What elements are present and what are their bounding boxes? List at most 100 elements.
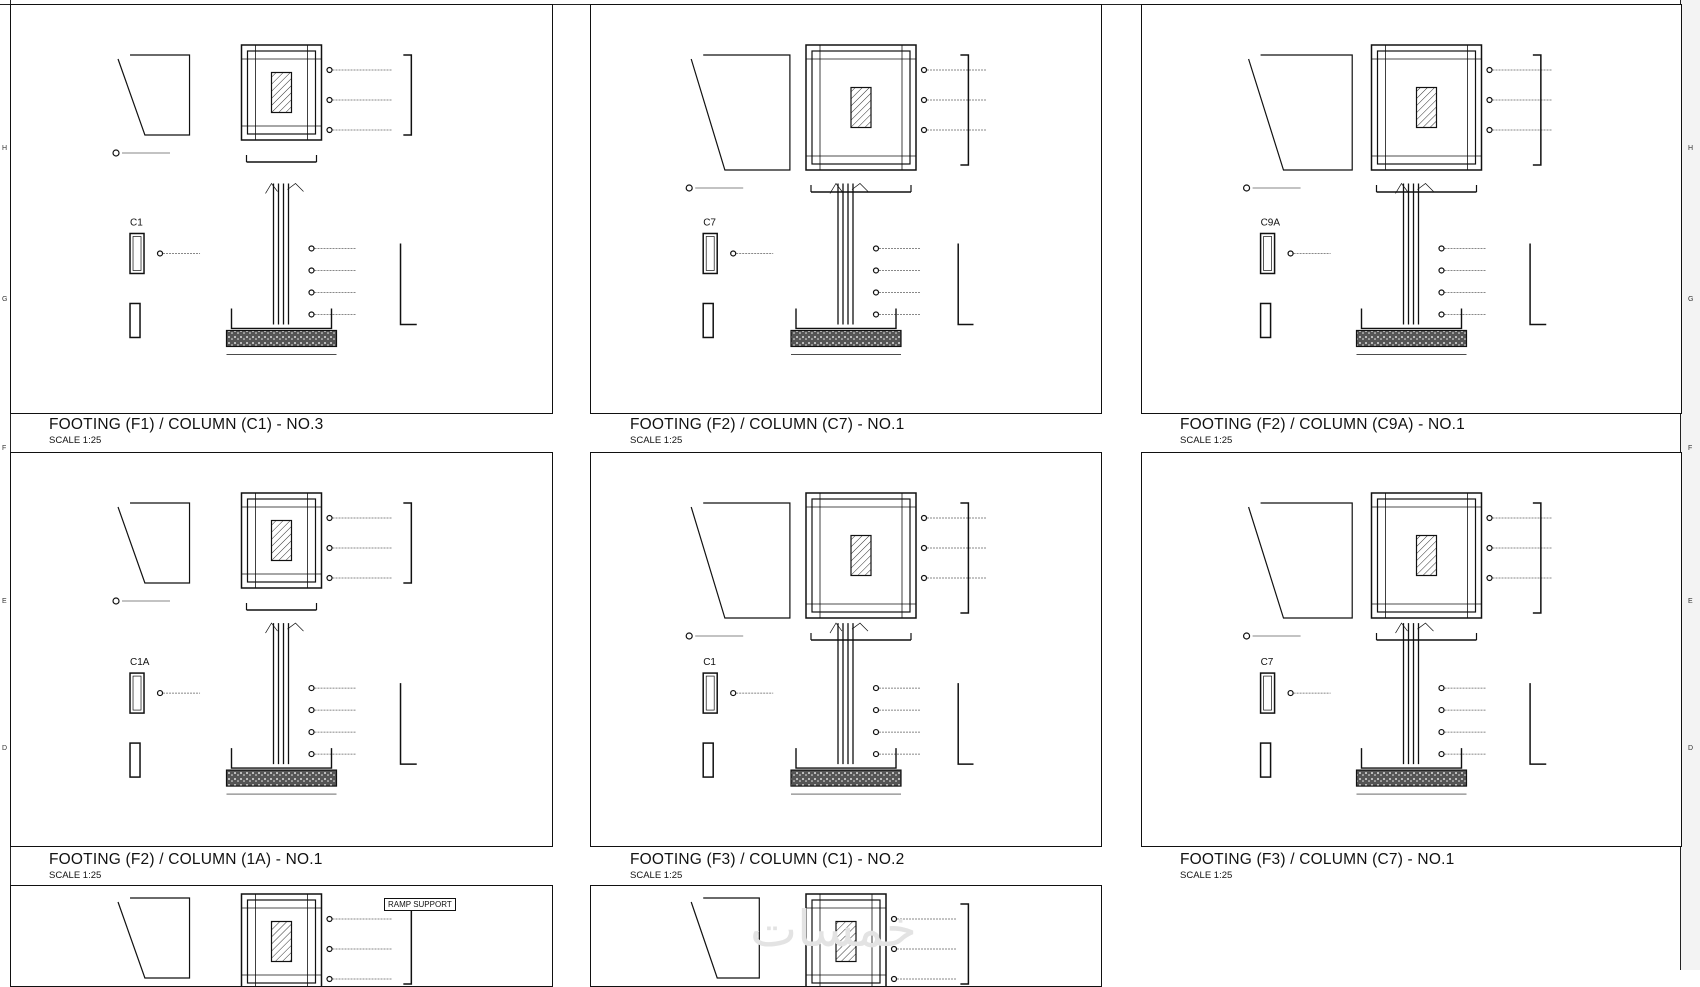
bar-mark (920, 96, 928, 104)
footing-plan-inner (1376, 498, 1477, 613)
column-bar-detail (399, 683, 417, 765)
column-bar-detail (399, 243, 417, 326)
bar-mark (1438, 245, 1445, 252)
footing-section (230, 308, 333, 330)
bar-mark (326, 945, 333, 953)
zone-letter: F (1688, 445, 1693, 452)
column-bar-detail (957, 243, 974, 326)
column-mark: C9A (1261, 217, 1281, 228)
bar-mark (1438, 289, 1445, 296)
footing-section (230, 748, 333, 769)
break-line (265, 622, 304, 634)
detail-drawing: C9A (1242, 44, 1552, 355)
break-line (829, 182, 869, 194)
bent-bar (690, 502, 791, 619)
bar-mark (730, 250, 737, 257)
bar-mark (872, 311, 880, 318)
bar-mark (1486, 96, 1493, 104)
detail-panel-4: C1A (10, 452, 553, 847)
column-section (270, 920, 293, 963)
stirrup (702, 302, 714, 339)
bar-mark (1486, 66, 1493, 74)
stirrup (702, 742, 714, 778)
bent-bar (690, 54, 791, 171)
bar-mark (872, 750, 880, 758)
detail-panel-3: C9A (1141, 4, 1682, 414)
bar-mark (1438, 311, 1445, 318)
bar-mark (890, 975, 898, 983)
bent-bar (117, 502, 191, 584)
straight-bar (403, 54, 413, 136)
bar-mark (872, 706, 880, 714)
detail-title: FOOTING (F2) / COLUMN (1A) - NO.1 (49, 851, 323, 868)
stirrup (129, 672, 145, 714)
bar-mark (1486, 574, 1493, 582)
bent-bar (117, 54, 191, 136)
column-mark: C1 (703, 657, 716, 668)
column-bar-detail (1529, 683, 1547, 765)
footing-plan (805, 44, 917, 171)
stirrup-inner (132, 236, 142, 271)
bar-mark (1438, 750, 1445, 758)
linework (117, 893, 413, 986)
bar-mark (890, 945, 898, 953)
detail-drawing: C1 (112, 44, 417, 355)
detail-drawing (117, 893, 413, 986)
bar-mark (920, 574, 928, 582)
straight-bar (403, 502, 413, 584)
linework (1242, 44, 1552, 355)
bar-mark (308, 245, 315, 252)
zone-letter: G (1688, 296, 1694, 303)
column-bar-detail (957, 683, 974, 765)
stirrup (1259, 232, 1276, 275)
bar-mark (872, 245, 880, 252)
detail-panel-5: C1 (590, 452, 1102, 847)
bar-mark (1486, 544, 1493, 552)
stirrup-inner (705, 236, 715, 271)
stirrup (129, 742, 141, 778)
linework (112, 44, 417, 355)
detail-scale: SCALE 1:25 (1180, 435, 1233, 446)
straight-bar (1532, 54, 1542, 166)
bar-mark (1287, 689, 1294, 697)
detail-panel-2: C7 (590, 4, 1102, 414)
zone-letter: H (1688, 145, 1694, 152)
straight-bar (1532, 502, 1542, 614)
bar-mark (326, 96, 333, 104)
footing-plan (240, 492, 323, 589)
bar-mark (872, 684, 880, 692)
footing-section (1360, 308, 1463, 330)
bar-mark (730, 689, 737, 697)
stirrup (1259, 302, 1272, 339)
bar-mark (1438, 728, 1445, 736)
detail-title: FOOTING (F2) / COLUMN (C9A) - NO.1 (1180, 416, 1465, 433)
bar-mark (308, 289, 315, 296)
column-section (1415, 86, 1438, 129)
column-section (850, 534, 872, 577)
stirrup (1259, 742, 1272, 778)
bar-mark (308, 311, 315, 318)
column-bar-detail (1529, 243, 1547, 326)
stirrup (129, 302, 141, 339)
bar-mark (112, 149, 120, 157)
footing-section (1360, 748, 1463, 769)
bar-mark (685, 632, 693, 640)
detail-scale: SCALE 1:25 (630, 870, 683, 881)
column-section (850, 86, 872, 129)
bar-mark (326, 915, 333, 923)
bar-mark (1438, 706, 1445, 714)
footing-plan (1370, 492, 1483, 619)
zone-letter: E (2, 598, 7, 605)
zone-letter: D (1688, 745, 1694, 752)
straight-bar (960, 502, 970, 614)
footing-plan-inner (811, 498, 911, 613)
bar-mark (156, 689, 164, 697)
bar-mark (112, 597, 120, 605)
bar-mark (308, 728, 315, 736)
zone-letter: D (2, 745, 8, 752)
bar-mark (308, 684, 315, 692)
bar-mark (872, 289, 880, 296)
detail-title: FOOTING (F3) / COLUMN (C1) - NO.2 (630, 851, 905, 868)
break-line (1395, 182, 1434, 194)
